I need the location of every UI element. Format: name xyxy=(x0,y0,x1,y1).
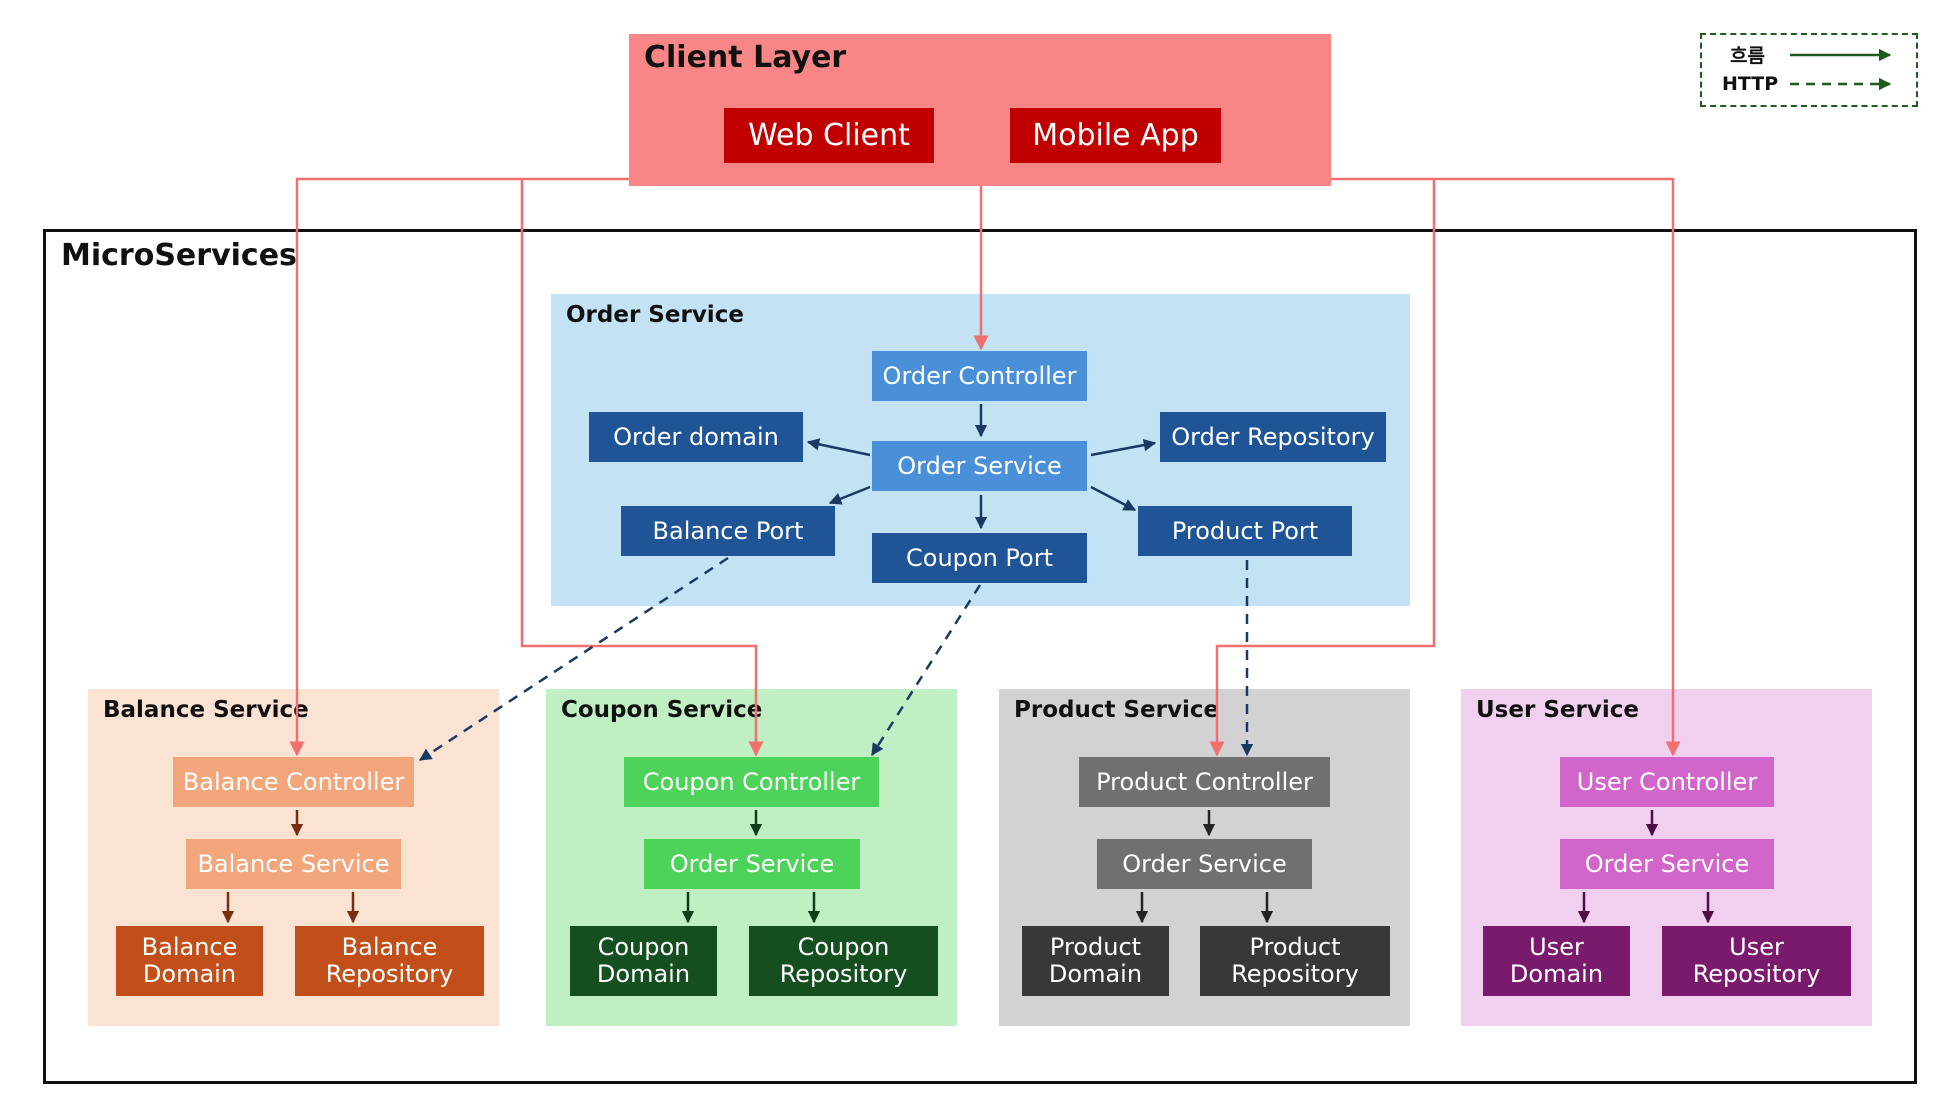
order-controller-node: Order Controller xyxy=(872,351,1087,401)
user-service-title: User Service xyxy=(1476,697,1639,723)
product-port-node: Product Port xyxy=(1138,506,1352,556)
legend-http-label: HTTP xyxy=(1722,73,1779,95)
coupon-domain-node: Coupon Domain xyxy=(570,926,717,996)
client-to-product-controller-line xyxy=(1209,179,1436,757)
order-service-to-repository-arrow xyxy=(1090,438,1157,457)
balance-domain-node: Balance Domain xyxy=(116,926,263,996)
coupon-controller-node: Coupon Controller xyxy=(624,757,879,807)
order-service-to-domain-arrow xyxy=(806,438,871,457)
coupon-port-http-arrow xyxy=(870,584,982,757)
product-controller-node: Product Controller xyxy=(1079,757,1330,807)
legend: 흐름 HTTP xyxy=(1700,33,1918,107)
web-client-node: Web Client xyxy=(724,108,934,163)
order-service-node: Order Service xyxy=(872,441,1087,491)
client-to-user-controller-line xyxy=(1331,177,1681,757)
user-domain-node: User Domain xyxy=(1483,926,1630,996)
coupon-order-service-node: Order Service xyxy=(644,839,860,889)
microservices-title: MicroServices xyxy=(61,238,297,273)
product-order-service-node: Order Service xyxy=(1097,839,1312,889)
product-repository-node: Product Repository xyxy=(1200,926,1390,996)
balance-service-node: Balance Service xyxy=(186,839,401,889)
order-repository-node: Order Repository xyxy=(1160,412,1386,462)
order-service-title: Order Service xyxy=(566,302,744,328)
order-service-to-product-port-arrow xyxy=(1090,485,1137,512)
client-layer-title: Client Layer xyxy=(644,40,847,75)
mobile-app-node: Mobile App xyxy=(1010,108,1221,163)
user-controller-node: User Controller xyxy=(1560,757,1774,807)
balance-port-http-arrow xyxy=(418,556,729,762)
coupon-repository-node: Coupon Repository xyxy=(749,926,938,996)
user-order-service-node: Order Service xyxy=(1560,839,1774,889)
legend-flow-label: 흐름 xyxy=(1730,45,1765,67)
order-service-to-balance-port-arrow xyxy=(828,485,871,505)
product-domain-node: Product Domain xyxy=(1022,926,1169,996)
coupon-port-node: Coupon Port xyxy=(872,533,1087,583)
client-to-coupon-controller-line xyxy=(520,179,764,757)
coupon-service-title: Coupon Service xyxy=(561,697,763,723)
product-service-title: Product Service xyxy=(1014,697,1220,723)
client-to-balance-controller-line xyxy=(289,177,629,757)
balance-port-node: Balance Port xyxy=(621,506,835,556)
order-domain-node: Order domain xyxy=(589,412,803,462)
user-repository-node: User Repository xyxy=(1662,926,1851,996)
balance-repository-node: Balance Repository xyxy=(295,926,484,996)
balance-service-title: Balance Service xyxy=(103,697,309,723)
balance-controller-node: Balance Controller xyxy=(173,757,414,807)
